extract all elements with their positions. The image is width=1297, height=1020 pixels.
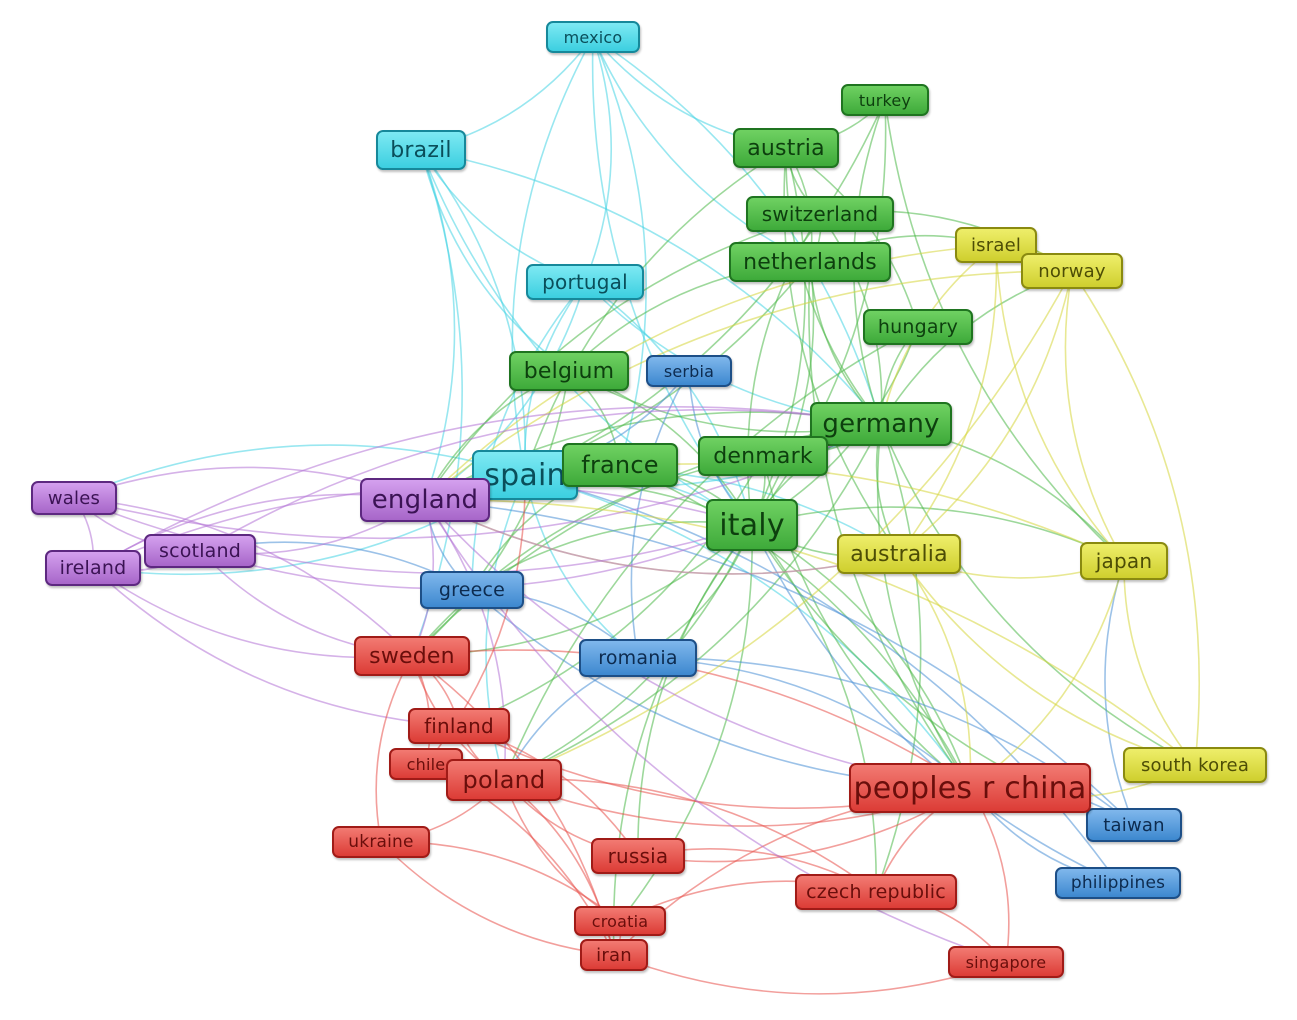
link-south-korea-england	[424, 499, 1196, 766]
node-peoples-r-china[interactable]: peoples r china	[849, 763, 1091, 813]
link-norway-poland	[503, 270, 1073, 781]
link-spain-peoples-r-china	[524, 474, 971, 789]
node-turkey[interactable]: turkey	[841, 84, 929, 116]
link-italy-czech-republic	[751, 524, 877, 893]
link-netherlands-italy	[751, 261, 815, 526]
node-portugal[interactable]: portugal	[526, 264, 644, 300]
link-ireland-germany	[92, 406, 882, 569]
node-iran[interactable]: iran	[580, 939, 648, 971]
link-ukraine-iran	[380, 841, 615, 956]
node-australia[interactable]: australia	[837, 534, 961, 574]
link-hungary-poland	[503, 326, 919, 781]
link-scotland-germany	[199, 409, 882, 552]
link-norway-south-korea	[1071, 270, 1200, 766]
node-austria[interactable]: austria	[733, 128, 839, 168]
node-ireland[interactable]: ireland	[45, 550, 141, 586]
node-denmark[interactable]: denmark	[698, 436, 828, 476]
node-croatia[interactable]: croatia	[574, 906, 666, 936]
node-poland[interactable]: poland	[446, 759, 562, 801]
link-spain-wales	[73, 444, 526, 499]
link-israel-australia	[898, 244, 998, 555]
node-norway[interactable]: norway	[1021, 253, 1123, 289]
link-taiwan-japan	[1104, 560, 1135, 826]
node-south-korea[interactable]: south korea	[1123, 747, 1267, 783]
link-mexico-netherlands	[592, 36, 811, 263]
link-mexico-spain	[511, 36, 594, 476]
node-japan[interactable]: japan	[1080, 542, 1168, 580]
node-italy[interactable]: italy	[706, 499, 798, 551]
link-philippines-italy	[751, 524, 1119, 884]
link-germany-peoples-r-china	[876, 423, 971, 789]
node-serbia[interactable]: serbia	[646, 355, 732, 387]
node-germany[interactable]: germany	[810, 402, 952, 446]
link-ireland-finland	[92, 567, 460, 727]
node-israel[interactable]: israel	[955, 227, 1037, 263]
node-mexico[interactable]: mexico	[546, 21, 640, 53]
link-sweden-peoples-r-china	[411, 649, 971, 789]
node-netherlands[interactable]: netherlands	[729, 242, 891, 282]
node-singapore[interactable]: singapore	[948, 946, 1064, 978]
link-italy-iran	[612, 524, 753, 956]
node-england[interactable]: england	[360, 478, 490, 522]
node-sweden[interactable]: sweden	[354, 636, 470, 676]
link-france-peoples-r-china	[619, 464, 971, 789]
link-mexico-france	[592, 36, 648, 466]
node-taiwan[interactable]: taiwan	[1086, 808, 1182, 842]
node-czech-republic[interactable]: czech republic	[795, 874, 957, 910]
node-france[interactable]: france	[562, 443, 678, 487]
link-australia-peoples-r-china	[898, 553, 972, 789]
link-israel-england	[424, 244, 997, 501]
link-wales-sweden	[73, 497, 413, 657]
link-germany-poland	[503, 423, 882, 781]
link-mexico-portugal	[584, 36, 613, 283]
node-switzerland[interactable]: switzerland	[746, 196, 894, 232]
link-portugal-italy	[584, 281, 753, 526]
link-peoples-r-china-singapore	[969, 787, 1010, 963]
node-philippines[interactable]: philippines	[1055, 867, 1181, 899]
link-turkey-spain	[524, 99, 886, 476]
link-japan-peoples-r-china	[969, 560, 1125, 789]
node-hungary[interactable]: hungary	[863, 309, 973, 345]
link-japan-south-korea	[1123, 560, 1196, 766]
node-scotland[interactable]: scotland	[144, 534, 256, 568]
node-ukraine[interactable]: ukraine	[332, 826, 430, 858]
link-germany-south-korea	[880, 423, 1196, 766]
link-norway-england	[424, 270, 1073, 501]
link-israel-japan	[995, 244, 1125, 562]
node-romania[interactable]: romania	[579, 639, 697, 677]
link-england-australia	[424, 499, 900, 575]
link-wales-italy	[73, 497, 753, 575]
link-turkey-japan	[884, 99, 1125, 562]
link-australia-south-korea	[898, 553, 1196, 766]
link-norway-japan	[1064, 270, 1125, 562]
node-finland[interactable]: finland	[408, 708, 510, 744]
link-norway-australia	[898, 270, 1073, 555]
node-brazil[interactable]: brazil	[376, 130, 466, 170]
link-germany-czech-republic	[875, 423, 922, 893]
node-belgium[interactable]: belgium	[509, 351, 629, 391]
node-greece[interactable]: greece	[420, 571, 524, 609]
node-russia[interactable]: russia	[591, 838, 685, 874]
link-sweden-ukraine	[375, 655, 413, 843]
link-brazil-germany	[420, 149, 882, 425]
node-wales[interactable]: wales	[31, 481, 117, 515]
link-portugal-greece	[471, 281, 586, 591]
link-switzerland-england	[424, 213, 821, 501]
